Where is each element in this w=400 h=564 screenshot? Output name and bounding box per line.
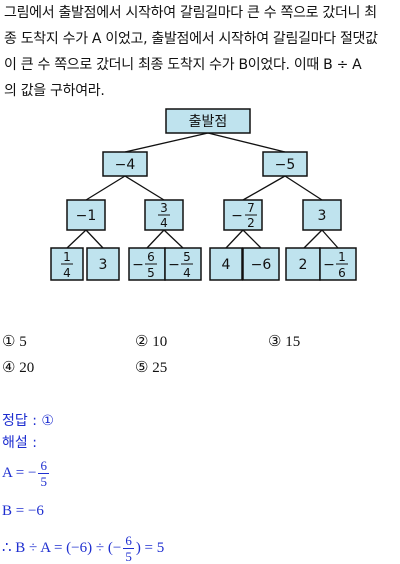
- solution-line-b: B = −6: [2, 503, 44, 519]
- tree-node-l3-2: 3: [86, 247, 120, 281]
- svg-text:2: 2: [247, 216, 255, 230]
- solution-c-rhs: ) = 5: [135, 539, 165, 556]
- tree-node-l3-7: 2: [285, 247, 321, 281]
- tree-node-l1-left: −4: [102, 151, 148, 177]
- tree-node-l3-1: 1 4: [50, 247, 84, 281]
- problem-line-2: 종 도착지 수가 A 이었고, 출발점에서 시작하여 갈림길마다 절댓값: [4, 31, 378, 47]
- tree-node-l3-5: 4: [209, 247, 243, 281]
- svg-text:4: 4: [160, 216, 168, 230]
- svg-text:출발점: 출발점: [189, 114, 228, 130]
- tree-node-l3-3: − 6 5: [128, 247, 166, 281]
- branching-tree-diagram: 출발점 −4 −5 −1 3 4 − 7 2 3 1 4 3: [50, 108, 357, 281]
- svg-text:4: 4: [222, 257, 231, 273]
- svg-text:3: 3: [99, 257, 108, 273]
- choice-4[interactable]: ④ 20: [2, 358, 34, 377]
- tree-node-l2-1: −1: [66, 199, 106, 231]
- answer-label: 정답 : ①: [2, 413, 54, 429]
- tree-node-l1-right: −5: [262, 151, 308, 177]
- problem-line-4: 의 값을 구하여라.: [4, 83, 105, 99]
- choice-marker: ⑤: [135, 360, 149, 376]
- svg-text:−: −: [323, 257, 335, 273]
- tree-node-l3-8: − 1 6: [319, 247, 357, 281]
- tree-edges: [66, 132, 339, 249]
- answer-block: 정답 : ① 해설 :: [2, 410, 54, 454]
- problem-line-3: 이 큰 수 쪽으로 갔더니 최종 도착지 수가 B이었다. 이때 B ÷ A: [4, 57, 362, 73]
- tree-node-l3-6: −6: [242, 247, 280, 281]
- problem-line-1: 그림에서 출발점에서 시작하여 갈림길마다 큰 수 쪽으로 갔더니 최: [4, 5, 377, 21]
- svg-text:5: 5: [147, 266, 155, 280]
- choice-3[interactable]: ③ 15: [268, 332, 300, 351]
- svg-text:−: −: [231, 208, 243, 224]
- svg-text:1: 1: [338, 250, 346, 264]
- tree-node-root: 출발점: [165, 108, 251, 134]
- choice-value: 20: [19, 360, 35, 376]
- svg-text:−5: −5: [275, 157, 296, 173]
- svg-text:1: 1: [63, 250, 71, 264]
- svg-text:−1: −1: [76, 208, 97, 224]
- choice-marker: ③: [268, 334, 282, 350]
- tree-node-l3-4: − 5 4: [164, 247, 202, 281]
- tree-node-l2-2: 3 4: [144, 199, 184, 231]
- svg-text:−: −: [168, 257, 180, 273]
- choice-value: 10: [152, 334, 168, 350]
- svg-text:−4: −4: [115, 157, 136, 173]
- choice-marker: ②: [135, 334, 149, 350]
- solution-a-lhs: A = −: [2, 464, 37, 481]
- choice-value: 15: [285, 334, 301, 350]
- svg-text:2: 2: [299, 257, 308, 273]
- choice-5[interactable]: ⑤ 25: [135, 358, 167, 377]
- explanation-label: 해설 :: [2, 435, 37, 451]
- choice-value: 5: [19, 334, 27, 350]
- choice-1[interactable]: ① 5: [2, 332, 27, 351]
- svg-text:4: 4: [63, 266, 71, 280]
- choice-marker: ①: [2, 334, 16, 350]
- choice-value: 25: [152, 360, 168, 376]
- tree-node-l2-3: − 7 2: [223, 199, 263, 231]
- svg-text:7: 7: [247, 201, 255, 215]
- svg-text:3: 3: [160, 201, 168, 215]
- solution-c-lhs: ∴ B ÷ A = (−6) ÷ (−: [2, 539, 122, 556]
- svg-text:6: 6: [338, 266, 346, 280]
- svg-text:3: 3: [318, 208, 327, 224]
- svg-text:−6: −6: [251, 257, 272, 273]
- tree-node-l2-4: 3: [302, 199, 342, 231]
- problem-text: 그림에서 출발점에서 시작하여 갈림길마다 큰 수 쪽으로 갔더니 최 종 도착…: [4, 0, 400, 104]
- choice-2[interactable]: ② 10: [135, 332, 167, 351]
- svg-text:4: 4: [183, 266, 191, 280]
- svg-text:5: 5: [183, 250, 191, 264]
- choice-marker: ④: [2, 360, 16, 376]
- svg-text:6: 6: [147, 250, 155, 264]
- svg-text:−: −: [132, 257, 144, 273]
